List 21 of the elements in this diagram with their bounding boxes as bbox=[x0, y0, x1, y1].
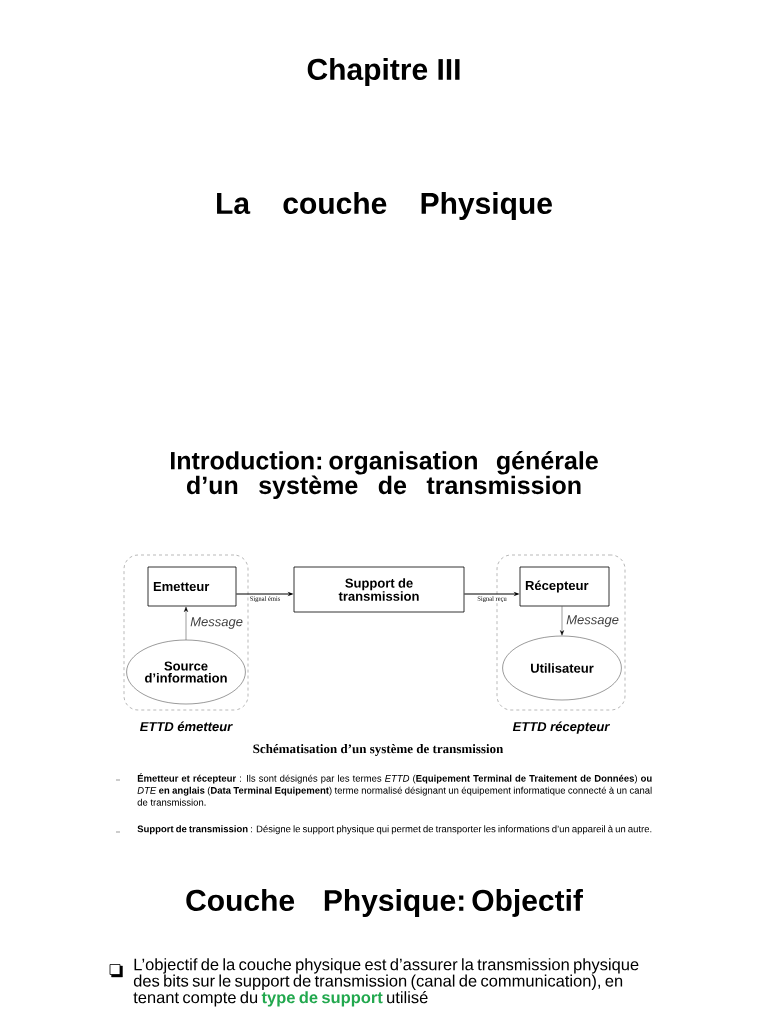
ellipse-node: Source d’information bbox=[126, 639, 246, 705]
section-heading: Introduction: organisation générale d’un système de transmission bbox=[171, 450, 598, 500]
paragraph: Support de transmission : Désigne le support physique qui permet de transporter les informations d’un appareil à un autre. bbox=[137, 825, 652, 835]
section-heading: La couche Physique bbox=[217, 192, 552, 220]
section-heading: Couche Physique: Objectif bbox=[186, 889, 583, 917]
arrow bbox=[235, 592, 293, 596]
process-box: Support de transmission bbox=[293, 566, 465, 613]
node-label: ETTD récepteur bbox=[512, 721, 610, 734]
paragraph: Émetteur et récepteur : Ils sont désignés par les termes ETTD (Equipement Terminal de Traitement de Données) ou DTE en anglais (Data Terminal Equipement) terme normalisé désignant un équipement informatique connecté à un canal de transmission. bbox=[137, 773, 652, 806]
edge-label: Message bbox=[190, 617, 243, 629]
arrow bbox=[560, 606, 564, 636]
arrow bbox=[463, 592, 519, 596]
chapter-title: Chapitre III bbox=[307, 58, 460, 86]
edge-label: Message bbox=[566, 615, 619, 627]
process-box: Emetteur bbox=[147, 566, 237, 607]
arrow bbox=[184, 606, 188, 640]
node-label: ETTD émetteur bbox=[140, 721, 233, 732]
paragraph: L’objectif de la couche physique est d’assurer la transmission physique des bits sur le support de transmission (canal de communication), en tenant compte du type de support utilisé bbox=[133, 958, 639, 1007]
process-box: Récepteur bbox=[519, 566, 610, 607]
ellipse-node: Utilisateur bbox=[502, 635, 622, 701]
caption: Schématisation d’un système de transmission bbox=[253, 744, 504, 756]
